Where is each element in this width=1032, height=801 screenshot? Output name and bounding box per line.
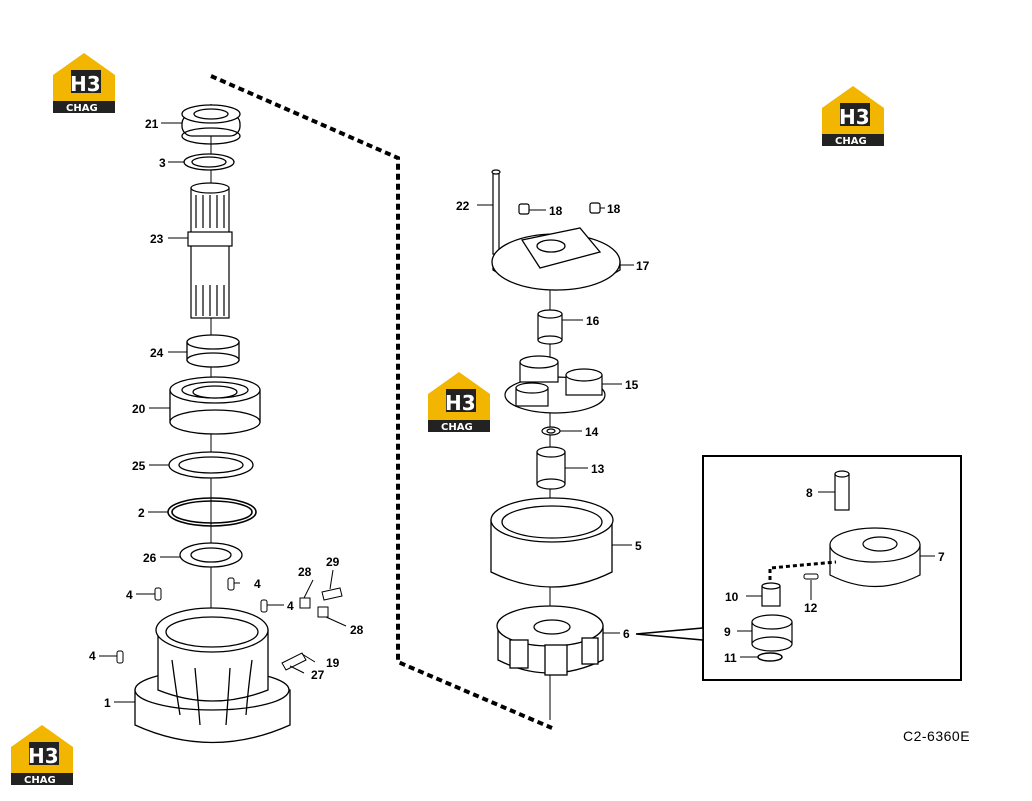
callout-2: 2: [138, 506, 145, 520]
callout-14: 14: [585, 425, 599, 439]
brand-logo-top-right: H3 CHAG: [822, 86, 884, 147]
part-9-gear: [751, 614, 793, 652]
callout-12: 12: [804, 601, 818, 615]
svg-text:H3: H3: [28, 744, 59, 768]
callout-23: 23: [150, 232, 164, 246]
callout-18b: 18: [607, 202, 621, 216]
callout-4c: 4: [287, 599, 294, 613]
callout-29: 29: [326, 555, 340, 569]
callout-4d: 4: [89, 649, 96, 663]
svg-text:CHAG: CHAG: [24, 775, 56, 786]
callout-13: 13: [591, 462, 605, 476]
part-21-bearing: [181, 104, 241, 145]
part-25-washer: [168, 451, 254, 479]
part-5-ring-gear: [490, 497, 614, 588]
callout-4b: 4: [254, 577, 261, 591]
part-26-seal: [179, 542, 243, 568]
callout-7: 7: [938, 550, 945, 564]
part-7-carrier-detail: [829, 527, 921, 588]
part-16-gear: [537, 309, 563, 345]
callout-28b: 28: [350, 623, 364, 637]
svg-text:CHAG: CHAG: [441, 422, 473, 433]
callout-9: 9: [724, 625, 731, 639]
part-24-collar: [186, 334, 240, 368]
callout-18a: 18: [549, 204, 563, 218]
callout-24: 24: [150, 346, 164, 360]
callout-19: 19: [326, 656, 340, 670]
part-1-housing: [134, 607, 291, 744]
part-10-bushing: [761, 582, 781, 607]
part-2-snap-ring: [167, 497, 257, 527]
drawing-code: C2-6360E: [903, 728, 970, 744]
svg-text:CHAG: CHAG: [835, 136, 867, 147]
callout-20: 20: [132, 402, 146, 416]
svg-text:H3: H3: [839, 105, 870, 129]
part-20-roller-bearing: [169, 376, 261, 435]
part-8-pin: [834, 470, 850, 511]
callout-6: 6: [623, 627, 630, 641]
callout-8: 8: [806, 486, 813, 500]
brand-logo-bottom-left: H3 CHAG: [11, 725, 73, 786]
callout-16: 16: [586, 314, 600, 328]
callout-25: 25: [132, 459, 146, 473]
callout-4a: 4: [126, 588, 133, 602]
dashed-connector: [210, 74, 553, 730]
callout-15: 15: [625, 378, 639, 392]
part-3-ring: [183, 153, 235, 171]
callout-17: 17: [636, 259, 650, 273]
callout-27: 27: [311, 668, 325, 682]
callout-3: 3: [159, 156, 166, 170]
callout-22: 22: [456, 199, 470, 213]
part-28-29-fittings: [281, 587, 343, 671]
part-15-carrier: [504, 355, 606, 414]
part-14-washer: [541, 426, 561, 436]
part-6-carrier: [496, 605, 604, 676]
callout-10: 10: [725, 590, 739, 604]
callout-5: 5: [635, 539, 642, 553]
svg-text:CHAG: CHAG: [66, 103, 98, 114]
brand-logo-center: H3 CHAG: [428, 372, 490, 433]
part-4-pins: [116, 577, 268, 664]
leader-lines: [99, 122, 935, 703]
callout-1: 1: [104, 696, 111, 710]
callout-11: 11: [724, 651, 737, 665]
part-13-sun-gear: [536, 446, 566, 490]
part-17-cover: [491, 227, 621, 291]
part-12-pin: [803, 573, 819, 580]
callout-28a: 28: [298, 565, 312, 579]
part-18-plugs: [518, 202, 601, 215]
inset-dashed: [768, 560, 837, 580]
svg-text:H3: H3: [70, 72, 101, 96]
callout-26: 26: [143, 551, 157, 565]
brand-logo-top-left: H3 CHAG: [53, 53, 115, 114]
svg-text:H3: H3: [445, 391, 476, 415]
part-22-bolt: [491, 169, 501, 255]
callout-21: 21: [145, 117, 159, 131]
part-23-shaft: [187, 182, 233, 319]
